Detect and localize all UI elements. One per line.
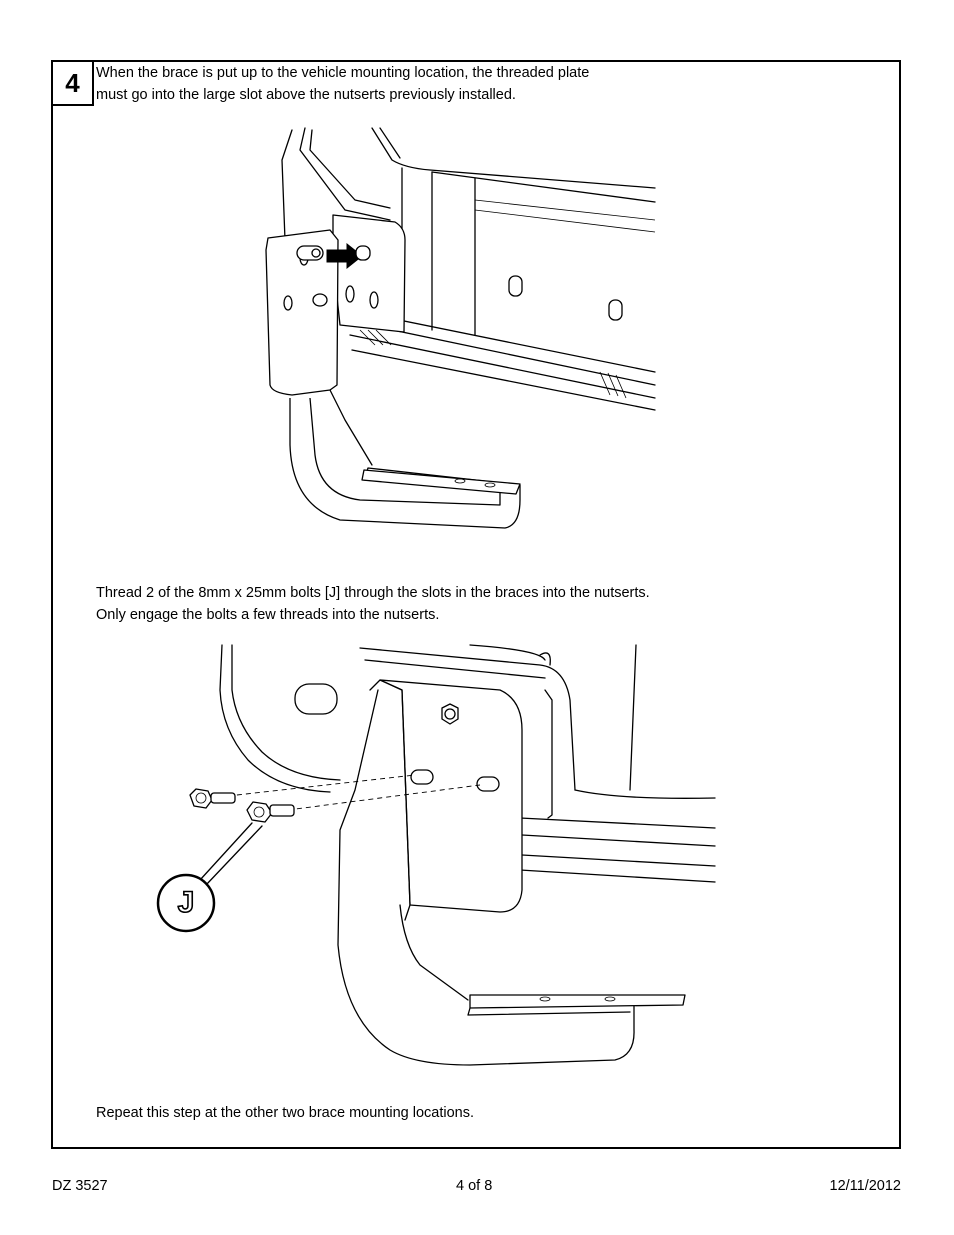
bolt-line-2: Only engage the bolts a few threads into… [96, 607, 440, 623]
callout-j-label: J [177, 885, 195, 920]
intro-line-1: When the brace is put up to the vehicle … [96, 65, 590, 81]
footer-date: 12/11/2012 [829, 1178, 902, 1194]
bolt-instruction-text: Thread 2 of the 8mm x 25mm bolts [J] thr… [96, 582, 650, 626]
step-frame [51, 60, 901, 1149]
footer-page-number: 4 of 8 [456, 1178, 493, 1194]
step-number: 4 [51, 60, 94, 106]
footer-doc-id: DZ 3527 [52, 1178, 108, 1194]
step-intro-text: When the brace is put up to the vehicle … [96, 62, 589, 106]
intro-line-2: must go into the large slot above the nu… [96, 87, 516, 103]
bolt-line-1: Thread 2 of the 8mm x 25mm bolts [J] thr… [96, 585, 650, 601]
repeat-instruction-text: Repeat this step at the other two brace … [96, 1105, 475, 1121]
